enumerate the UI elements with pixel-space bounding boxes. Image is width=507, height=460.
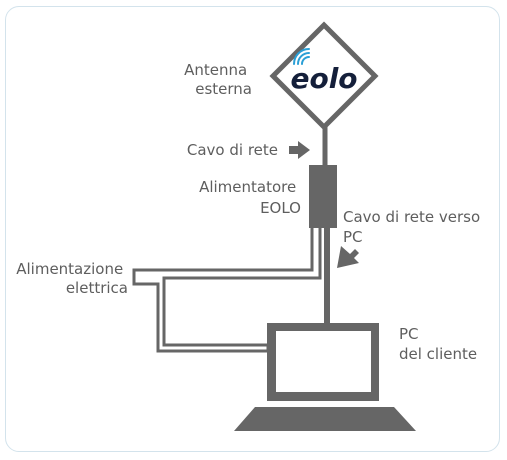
network-cable-label: Cavo di rete: [187, 141, 278, 159]
pc-label-line2: del cliente: [399, 345, 477, 363]
antenna-label-line1: Antenna: [184, 61, 247, 79]
power-unit-label-line1: Alimentatore: [199, 178, 296, 196]
power-unit-label: Alimentatore EOLO: [199, 178, 301, 217]
network-cable-antenna: [322, 111, 328, 167]
pc-label: PC del cliente: [399, 325, 477, 363]
diagram-frame: [5, 6, 500, 452]
power-supply-label: Alimentazione elettrica: [16, 260, 128, 297]
antenna-label: Antenna esterna: [184, 61, 252, 98]
laptop-icon: [234, 323, 416, 431]
arrow-cable-to-pc: [337, 246, 359, 268]
cable-to-pc-label-line2: PC: [343, 228, 363, 246]
power-unit-label-line2: EOLO: [260, 199, 301, 217]
eolo-logo-text: eolo: [290, 62, 357, 95]
cable-to-pc-label: Cavo di rete verso PC: [343, 208, 485, 246]
power-unit: [309, 165, 337, 228]
cable-to-pc-label-line1: Cavo di rete verso: [343, 208, 480, 226]
antenna-icon: eolo: [269, 21, 379, 131]
wifi-signal-icon: [293, 48, 310, 65]
power-supply-label-line2: elettrica: [66, 279, 128, 297]
laptop-display: [276, 331, 371, 392]
arrow-network-cable: [289, 141, 310, 159]
laptop-base: [234, 407, 416, 431]
antenna-label-line2: esterna: [195, 80, 252, 98]
pc-label-line1: PC: [399, 325, 419, 343]
network-cable-to-pc: [324, 228, 330, 323]
power-supply-label-line1: Alimentazione: [16, 260, 123, 278]
